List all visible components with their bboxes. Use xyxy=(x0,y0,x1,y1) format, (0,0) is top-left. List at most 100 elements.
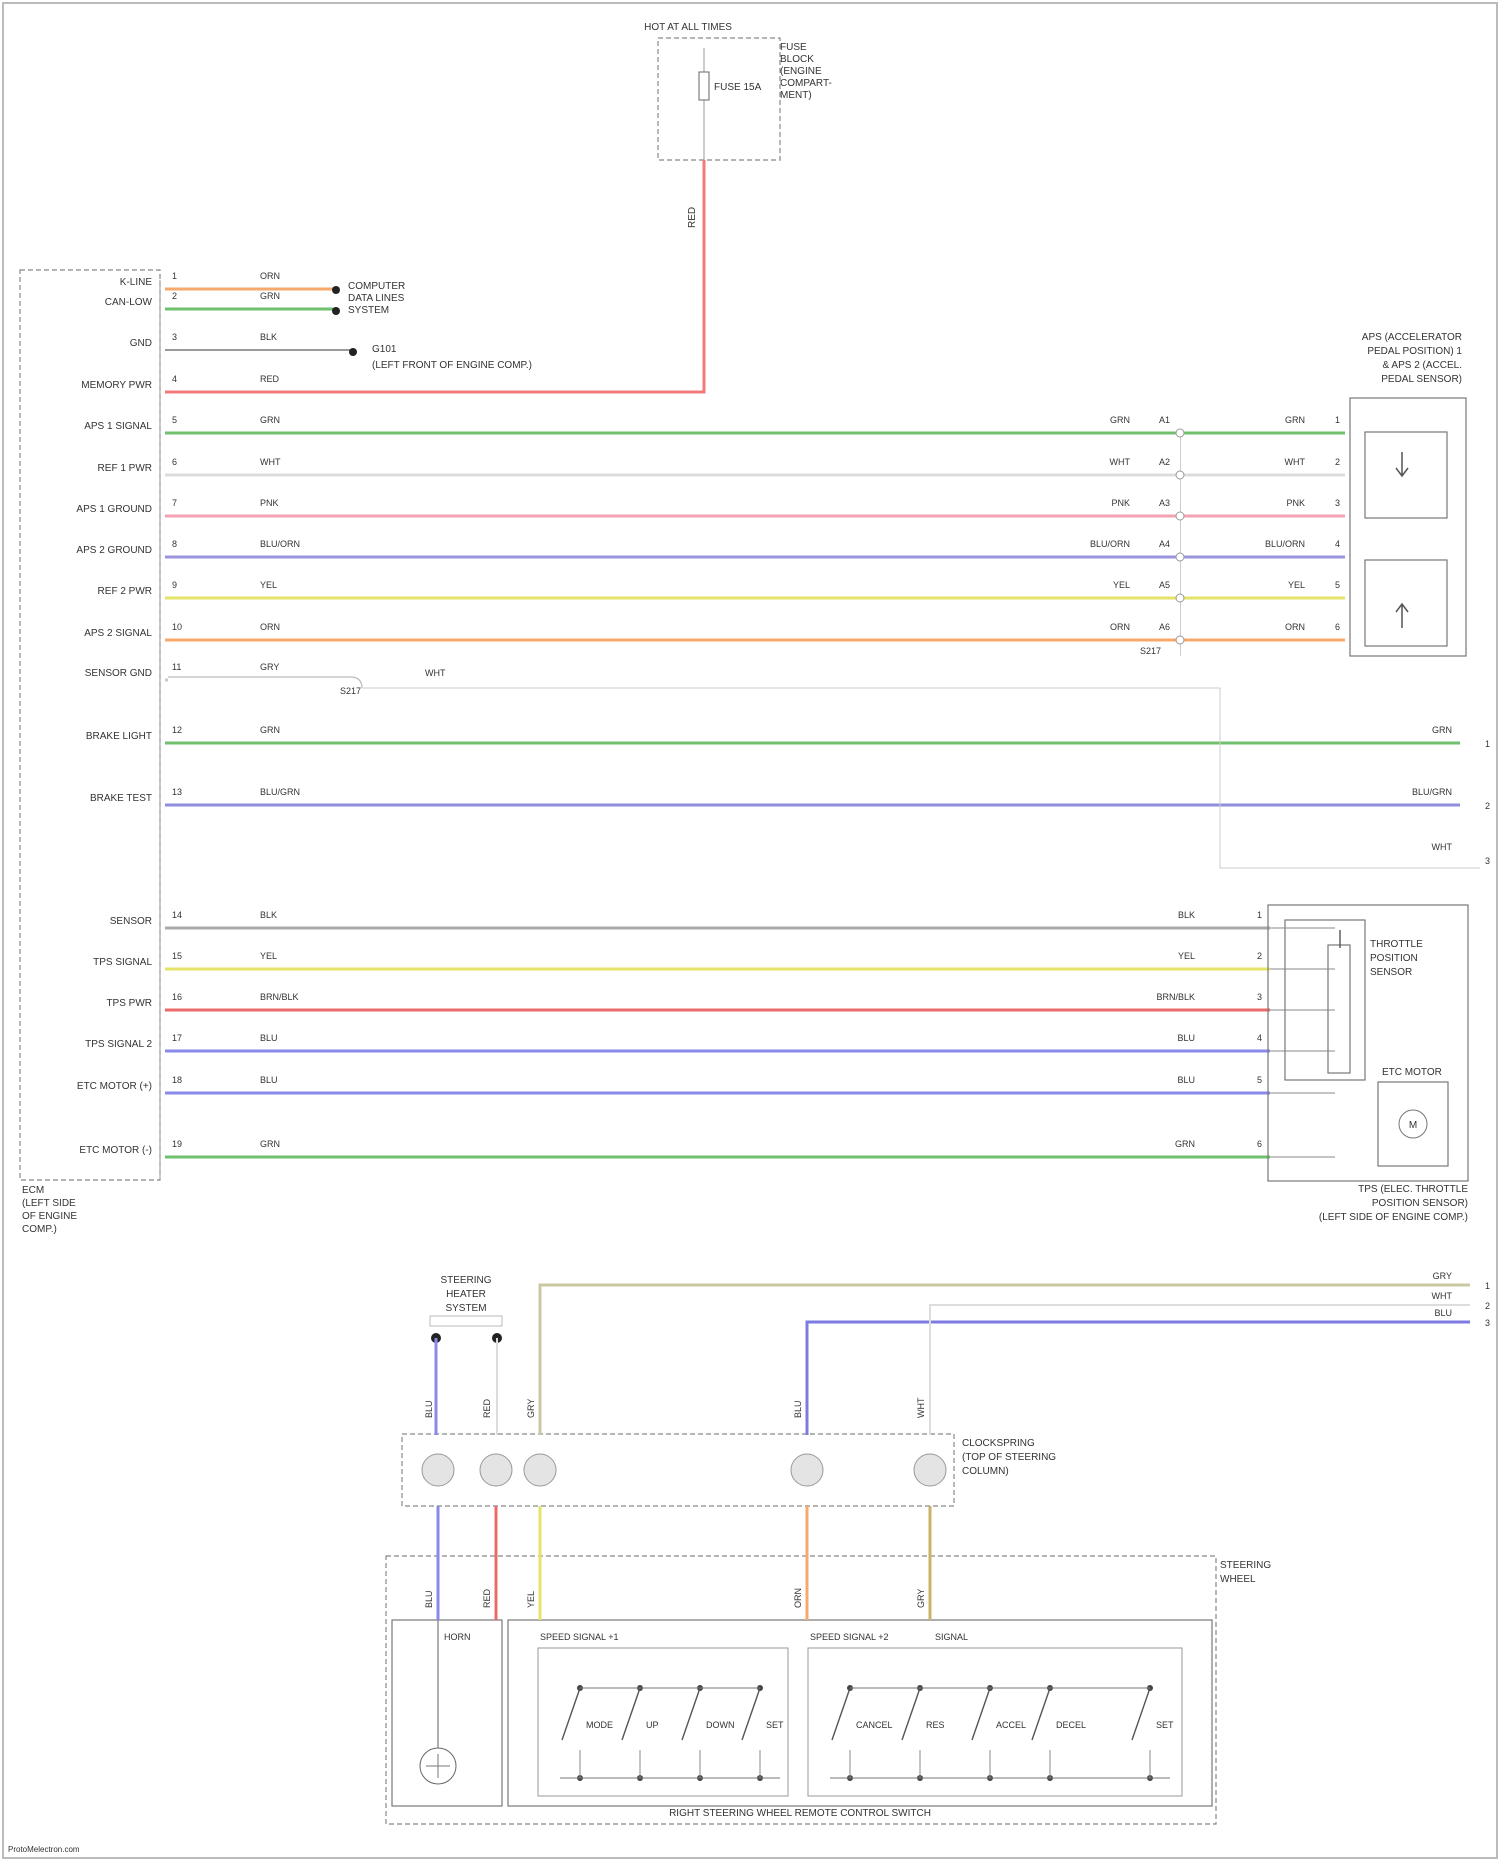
svg-text:OF ENGINE: OF ENGINE xyxy=(22,1211,77,1222)
ecm-pin-number: 12 xyxy=(172,725,182,735)
tb-color: GRN xyxy=(1175,1139,1195,1149)
aps-connector-pin xyxy=(1176,512,1184,520)
brake-right-pin: 1 xyxy=(1485,739,1490,749)
svg-text:PEDAL SENSOR): PEDAL SENSOR) xyxy=(1381,374,1462,385)
svg-text:APS (ACCELERATOR: APS (ACCELERATOR xyxy=(1362,332,1462,343)
tb-pin: 2 xyxy=(1257,951,1262,961)
lower-right-color: BLU xyxy=(1434,1308,1452,1318)
aps-connector-pin xyxy=(1176,594,1184,602)
ecm-pin-label: ETC MOTOR (+) xyxy=(77,1081,152,1092)
svg-text:HEATER: HEATER xyxy=(446,1289,486,1300)
ecm-wire-color: BLU xyxy=(260,1033,278,1043)
svg-text:ECM: ECM xyxy=(22,1185,44,1196)
tb-pin: 1 xyxy=(1257,910,1262,920)
ecm-wire-color: BLU/GRN xyxy=(260,787,300,797)
svg-text:CLOCKSPRING: CLOCKSPRING xyxy=(962,1438,1035,1449)
svg-text:(LEFT SIDE: (LEFT SIDE xyxy=(22,1198,76,1209)
ecm-pin-number: 6 xyxy=(172,457,177,467)
aps-right-pin: 2 xyxy=(1335,457,1340,467)
aps-right-color: WHT xyxy=(1285,457,1306,467)
ecm-pin-number: 3 xyxy=(172,332,177,342)
ecm-pin-number: 15 xyxy=(172,951,182,961)
lower-right-pin: 1 xyxy=(1485,1281,1490,1291)
lower-wire-color: RED xyxy=(482,1588,492,1608)
column-wire-color: GRY xyxy=(526,1399,536,1418)
tb-color: BRN/BLK xyxy=(1156,992,1195,1002)
tb-color: BLU xyxy=(1177,1075,1195,1085)
ecm-wire-color: ORN xyxy=(260,622,280,632)
brake-right-color: GRN xyxy=(1432,725,1452,735)
switch-label: DECEL xyxy=(1056,1720,1086,1730)
svg-text:(LEFT FRONT OF ENGINE COMP.): (LEFT FRONT OF ENGINE COMP.) xyxy=(372,360,532,371)
heater-caption: STEERING HEATER SYSTEM xyxy=(440,1275,491,1314)
ecm-wire-color: GRN xyxy=(260,291,280,301)
aps-mid-pin: A3 xyxy=(1159,498,1170,508)
switch-label: ACCEL xyxy=(996,1720,1026,1730)
aps-right-color: YEL xyxy=(1288,580,1305,590)
svg-text:THROTTLE: THROTTLE xyxy=(1370,939,1423,950)
aps-connector-pin xyxy=(1176,553,1184,561)
tb-color: YEL xyxy=(1178,951,1195,961)
horn-label: HORN xyxy=(444,1632,471,1642)
ecm-pin-label: TPS PWR xyxy=(106,998,152,1009)
svg-text:M: M xyxy=(1409,1120,1417,1131)
ecm-pin-number: 5 xyxy=(172,415,177,425)
column-wire-color: BLU xyxy=(424,1400,434,1418)
ecm-wire-color: YEL xyxy=(260,580,277,590)
svg-text:WHEEL: WHEEL xyxy=(1220,1574,1256,1585)
lower-right-pin: 2 xyxy=(1485,1301,1490,1311)
ecm-pin-label: TPS SIGNAL 2 xyxy=(85,1039,152,1050)
ecm-pin-label: ETC MOTOR (-) xyxy=(79,1145,152,1156)
svg-text:SYSTEM: SYSTEM xyxy=(445,1303,486,1314)
ecm-wire-color: RED xyxy=(260,374,280,384)
aps-right-pin: 1 xyxy=(1335,415,1340,425)
svg-text:SYSTEM: SYSTEM xyxy=(348,305,389,316)
tb-pin: 3 xyxy=(1257,992,1262,1002)
ecm-wire-color: GRY xyxy=(260,662,279,672)
svg-text:POSITION SENSOR): POSITION SENSOR) xyxy=(1372,1198,1468,1209)
aps-mid-color: GRN xyxy=(1110,415,1130,425)
ecm-pin-label: APS 2 GROUND xyxy=(76,545,152,556)
ecm-pin-number: 7 xyxy=(172,498,177,508)
ecm-pin-number: 18 xyxy=(172,1075,182,1085)
brake-right-color: BLU/GRN xyxy=(1412,787,1452,797)
switch-label: SET xyxy=(1156,1720,1174,1730)
switch-label: MODE xyxy=(586,1720,613,1730)
lower-right-color: WHT xyxy=(1432,1291,1453,1301)
ecm-pin-label: APS 2 SIGNAL xyxy=(84,628,152,639)
credit-text: ProtoMelectron.com xyxy=(8,1845,80,1854)
switch-label: UP xyxy=(646,1720,659,1730)
ecm-wire-color: ORN xyxy=(260,271,280,281)
tb-color: BLK xyxy=(1178,910,1195,920)
ecm-pin-label: K-LINE xyxy=(120,277,153,288)
svg-text:STEERING: STEERING xyxy=(1220,1560,1271,1571)
svg-text:SPEED SIGNAL +1: SPEED SIGNAL +1 xyxy=(540,1632,618,1642)
aps-mid-color: BLU/ORN xyxy=(1090,539,1130,549)
aps-mid-pin: A1 xyxy=(1159,415,1170,425)
svg-text:G101: G101 xyxy=(372,344,397,355)
ecm-pin-number: 19 xyxy=(172,1139,182,1149)
aps-right-color: GRN xyxy=(1285,415,1305,425)
aps-mid-pin: A2 xyxy=(1159,457,1170,467)
clockspring-terminal xyxy=(791,1454,823,1486)
fuse-wire-color: RED xyxy=(687,207,698,228)
ecm-pin-label: SENSOR GND xyxy=(85,668,152,679)
aps-mid-pin: A6 xyxy=(1159,622,1170,632)
svg-text:SENSOR: SENSOR xyxy=(1370,967,1412,978)
svg-text:PEDAL POSITION) 1: PEDAL POSITION) 1 xyxy=(1367,346,1462,357)
ecm-wire-color: BRN/BLK xyxy=(260,992,299,1002)
column-wire-color: WHT xyxy=(916,1397,926,1418)
aps-connector-pin xyxy=(1176,429,1184,437)
ecm-pin-number: 13 xyxy=(172,787,182,797)
ecm-wire-color: WHT xyxy=(260,457,281,467)
aps-right-pin: 4 xyxy=(1335,539,1340,549)
svg-text:& APS 2 (ACCEL.: & APS 2 (ACCEL. xyxy=(1383,360,1462,371)
aps-right-pin: 6 xyxy=(1335,622,1340,632)
ecm-pin-label: BRAKE LIGHT xyxy=(86,731,152,742)
fuse-label: FUSE 15A xyxy=(714,82,762,93)
ecm-pin-number: 8 xyxy=(172,539,177,549)
aps-right-pin: 5 xyxy=(1335,580,1340,590)
switch-label: DOWN xyxy=(706,1720,735,1730)
ecm-wire-color: GRN xyxy=(260,415,280,425)
